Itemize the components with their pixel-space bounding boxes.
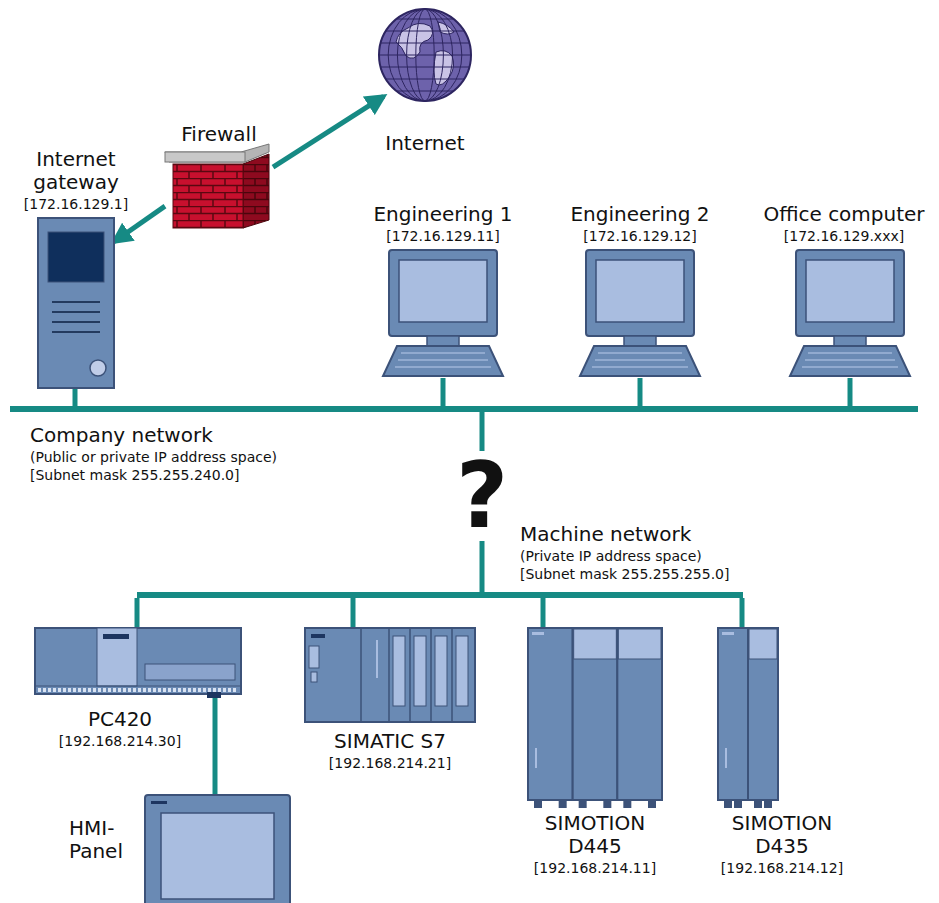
device-caption: HMI- Panel [69, 817, 137, 863]
engineering-computer: Engineering 1[172.16.129.11] [383, 250, 503, 378]
device-name: Internet gateway [6, 148, 146, 194]
device-caption: Engineering 1 [172.16.129.11] [353, 203, 533, 244]
device-illustration [10, 406, 918, 412]
address-text: [192.168.214.30] [35, 733, 205, 749]
internet-globe: Internet [378, 8, 472, 102]
device-caption: Firewall [154, 123, 284, 146]
device-caption: PC420 [192.168.214.30] [35, 708, 205, 749]
device-illustration [790, 250, 910, 378]
network-link [441, 378, 446, 406]
device-illustration [137, 592, 743, 598]
bus-icon [137, 592, 743, 598]
device-name: Engineering 1 [353, 203, 533, 226]
device-illustration [378, 8, 472, 102]
network-link [351, 598, 356, 628]
device-name: HMI- Panel [69, 817, 137, 863]
motion-controller: SIMOTION D445[192.168.214.11] [528, 628, 662, 808]
wall-icon [165, 144, 269, 228]
laptop-icon [790, 250, 910, 376]
network-link [541, 598, 546, 628]
edge-label: ? [452, 451, 512, 541]
device-illustration [165, 150, 273, 228]
device-name: Firewall [154, 123, 284, 146]
device-illustration [580, 250, 700, 378]
network-link [638, 378, 643, 406]
hmi-panel: HMI- Panel [145, 795, 290, 903]
machine-network-bus: Machine network(Private IP address space… [137, 592, 743, 598]
pc-icon [35, 628, 241, 698]
engineering-computer: Engineering 2[172.16.129.12] [580, 250, 700, 378]
address-text: [Subnet mask 255.255.240.0] [30, 467, 450, 483]
tower-icon [38, 218, 114, 388]
device-name: Engineering 2 [550, 203, 730, 226]
address-text: [172.16.129.11] [353, 228, 533, 244]
laptop-icon [383, 250, 503, 376]
network-link [135, 598, 140, 628]
device-illustration [35, 628, 241, 694]
d445-icon [528, 628, 662, 808]
address-text: [Subnet mask 255.255.255.0] [520, 566, 860, 582]
d435-icon [718, 628, 778, 808]
address-text: [192.168.214.11] [529, 860, 661, 876]
device-caption: Internet [365, 132, 485, 155]
network-link [213, 694, 218, 795]
device-illustration [383, 250, 503, 378]
device-name: Internet [365, 132, 485, 155]
address-text: [172.16.129.xxx] [755, 228, 933, 244]
hmi-icon [145, 795, 290, 903]
device-illustration [38, 218, 114, 388]
device-name: SIMATIC S7 [305, 730, 475, 753]
address-text: [172.16.129.12] [550, 228, 730, 244]
gateway-server: Internet gateway[172.16.129.1] [38, 218, 114, 388]
device-name: SIMOTION D435 [716, 812, 848, 858]
company-network-bus: Company network(Public or private IP add… [10, 406, 918, 412]
device-name: PC420 [35, 708, 205, 731]
address-text: (Private IP address space) [520, 548, 860, 564]
device-illustration [305, 628, 475, 722]
network-link [740, 598, 745, 628]
device-caption: Office computer [172.16.129.xxx] [755, 203, 933, 244]
arrow-link [273, 96, 384, 167]
address-text: [192.168.214.21] [305, 755, 475, 771]
network-link [848, 378, 853, 406]
device-illustration [145, 795, 290, 903]
device-name: Company network [30, 424, 450, 447]
device-caption: Engineering 2 [172.16.129.12] [550, 203, 730, 244]
address-text: [172.16.129.1] [6, 196, 146, 212]
device-caption: Internet gateway [172.16.129.1] [6, 148, 146, 212]
device-caption: SIMOTION D445 [192.168.214.11] [529, 812, 661, 876]
globe-icon [379, 9, 471, 101]
device-caption: SIMATIC S7 [192.168.214.21] [305, 730, 475, 771]
motion-controller: SIMOTION D435[192.168.214.12] [718, 628, 778, 808]
address-text: (Public or private IP address space) [30, 449, 450, 465]
s7-icon [305, 628, 475, 722]
address-text: [192.168.214.12] [716, 860, 848, 876]
plc-controller: SIMATIC S7[192.168.214.21] [305, 628, 475, 722]
industrial-pc: PC420[192.168.214.30] [35, 628, 241, 694]
device-caption: SIMOTION D435 [192.168.214.12] [716, 812, 848, 876]
device-caption: Company network (Public or private IP add… [30, 424, 450, 483]
network-link [73, 388, 78, 406]
device-illustration [718, 628, 778, 808]
device-name: Office computer [755, 203, 933, 226]
device-name: SIMOTION D445 [529, 812, 661, 858]
office-computer: Office computer[172.16.129.xxx] [790, 250, 910, 378]
device-illustration [528, 628, 662, 808]
device-caption: Machine network (Private IP address space… [520, 523, 860, 582]
bus-icon [10, 406, 918, 412]
firewall: Firewall [165, 150, 273, 228]
laptop-icon [580, 250, 700, 376]
device-name: Machine network [520, 523, 860, 546]
